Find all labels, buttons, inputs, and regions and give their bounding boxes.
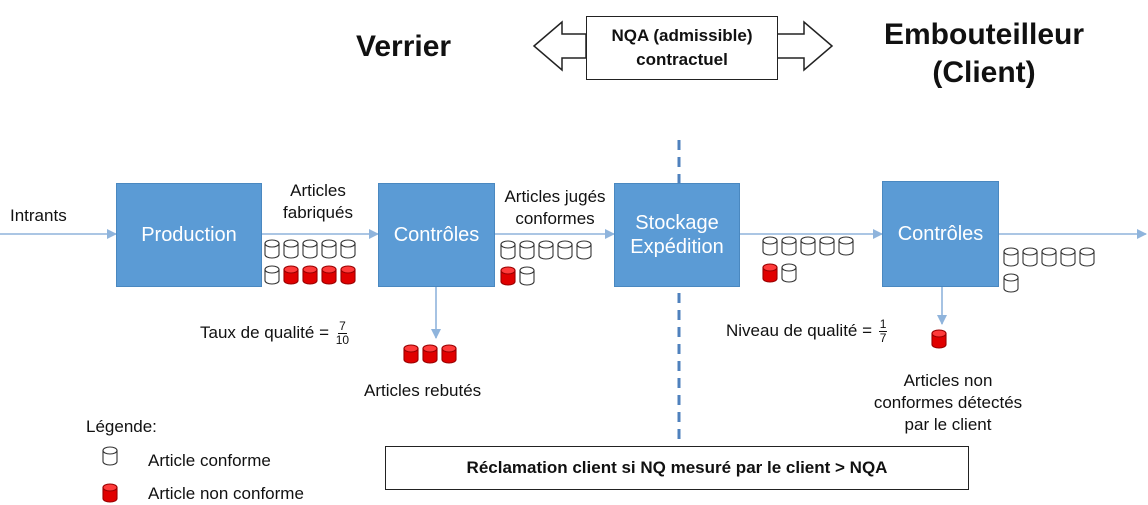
nqa-line1: NQA (admissible) bbox=[611, 26, 753, 45]
nonconform-article-icon bbox=[441, 344, 457, 364]
judged-conform-label: Articles jugés conformes bbox=[494, 186, 616, 230]
scrapped-label: Articles rebutés bbox=[364, 381, 482, 400]
storage-line2: Expédition bbox=[630, 236, 724, 258]
nonconform-article-icon bbox=[321, 265, 337, 285]
contract-arrow-right bbox=[775, 20, 834, 72]
supplier-title: Verrier bbox=[356, 30, 452, 63]
legend-nonconform-icon bbox=[102, 483, 118, 503]
legend-nonconform-label: Article non conforme bbox=[148, 484, 304, 503]
conform-article-icon bbox=[819, 236, 835, 256]
conform-article-icon bbox=[800, 236, 816, 256]
conform-article-icon bbox=[557, 240, 573, 260]
conform-article-icon bbox=[762, 236, 778, 256]
quality-level-numerator: 1 bbox=[878, 317, 888, 332]
conform-article-icon bbox=[302, 239, 318, 259]
conform-article-icon bbox=[1003, 273, 1019, 293]
quality-level: Niveau de qualité = 1 7 bbox=[726, 317, 888, 345]
judged-line1: Articles jugés bbox=[504, 187, 606, 206]
conform-article-icon bbox=[538, 240, 554, 260]
judged-line2: conformes bbox=[515, 209, 595, 228]
manufactured-line2: fabriqués bbox=[283, 203, 353, 222]
conform-article-icon bbox=[1041, 247, 1057, 267]
conform-article-icon bbox=[1022, 247, 1038, 267]
quality-rate-fraction: 7 10 bbox=[336, 320, 349, 347]
nonconform-article-icon bbox=[283, 265, 299, 285]
storage-shipping-box: Stockage Expédition bbox=[614, 183, 740, 287]
conform-article-icon bbox=[1079, 247, 1095, 267]
nonconform-article-icon bbox=[403, 344, 419, 364]
manufactured-label: Articles fabriqués bbox=[262, 180, 374, 224]
conform-article-icon bbox=[500, 240, 516, 260]
client-controls-label: Contrôles bbox=[897, 223, 984, 245]
quality-rate-label: Taux de qualité = bbox=[200, 322, 330, 342]
conform-article-icon bbox=[519, 266, 535, 286]
client-controls-box: Contrôles bbox=[882, 181, 999, 287]
legend-title: Légende: bbox=[86, 417, 157, 436]
conform-article-icon bbox=[838, 236, 854, 256]
client-claim-box: Réclamation client si NQ mesuré par le c… bbox=[385, 446, 969, 490]
conform-article-icon bbox=[576, 240, 592, 260]
conform-article-icon bbox=[1003, 247, 1019, 267]
legend-conform-icon bbox=[102, 446, 118, 466]
quality-level-fraction: 1 7 bbox=[878, 317, 888, 345]
supplier-controls-box: Contrôles bbox=[378, 183, 495, 287]
quality-rate-denominator: 10 bbox=[335, 333, 350, 347]
nonconform-article-icon bbox=[931, 329, 947, 349]
conform-article-icon bbox=[340, 239, 356, 259]
client-title-line1: Embouteilleur bbox=[883, 18, 1085, 51]
nonconform-article-icon bbox=[422, 344, 438, 364]
client-detected-line2: conformes détectés bbox=[873, 393, 1023, 412]
conform-article-icon bbox=[264, 265, 280, 285]
manufactured-line1: Articles bbox=[290, 181, 346, 200]
quality-rate-numerator: 7 bbox=[338, 319, 347, 334]
quality-level-denominator: 7 bbox=[879, 331, 887, 345]
legend-conform-label: Article conforme bbox=[148, 451, 271, 470]
conform-article-icon bbox=[264, 239, 280, 259]
nonconform-article-icon bbox=[340, 265, 356, 285]
intrants-label: Intrants bbox=[10, 206, 67, 225]
conform-article-icon bbox=[283, 239, 299, 259]
conform-article-icon bbox=[781, 263, 797, 283]
nqa-line2: contractuel bbox=[636, 50, 728, 69]
nonconform-article-icon bbox=[500, 266, 516, 286]
nonconform-article-icon bbox=[762, 263, 778, 283]
client-title-line2: (Client) bbox=[932, 56, 1036, 89]
quality-rate: Taux de qualité = 7 10 bbox=[200, 320, 349, 347]
nqa-contract-box: NQA (admissible) contractuel bbox=[586, 16, 778, 80]
storage-line1: Stockage bbox=[635, 212, 719, 234]
conform-article-icon bbox=[1060, 247, 1076, 267]
quality-level-label: Niveau de qualité = bbox=[726, 320, 873, 340]
client-detected-label: Articles non conformes détectés par le c… bbox=[868, 370, 1028, 436]
conform-article-icon bbox=[781, 236, 797, 256]
client-detected-line1: Articles non bbox=[903, 371, 993, 390]
conform-article-icon bbox=[519, 240, 535, 260]
client-title: Embouteilleur (Client) bbox=[860, 16, 1108, 92]
article-cylinders bbox=[102, 236, 1095, 503]
production-box: Production bbox=[116, 183, 262, 287]
contract-arrow-left bbox=[532, 20, 587, 72]
client-detected-line3: par le client bbox=[904, 415, 992, 434]
nonconform-article-icon bbox=[302, 265, 318, 285]
conform-article-icon bbox=[321, 239, 337, 259]
